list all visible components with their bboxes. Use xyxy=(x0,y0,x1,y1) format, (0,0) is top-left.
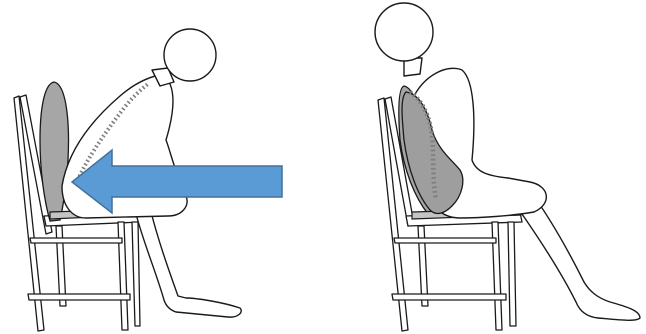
right-panel-supported xyxy=(375,3,640,331)
left-panel-slouched xyxy=(14,29,282,331)
